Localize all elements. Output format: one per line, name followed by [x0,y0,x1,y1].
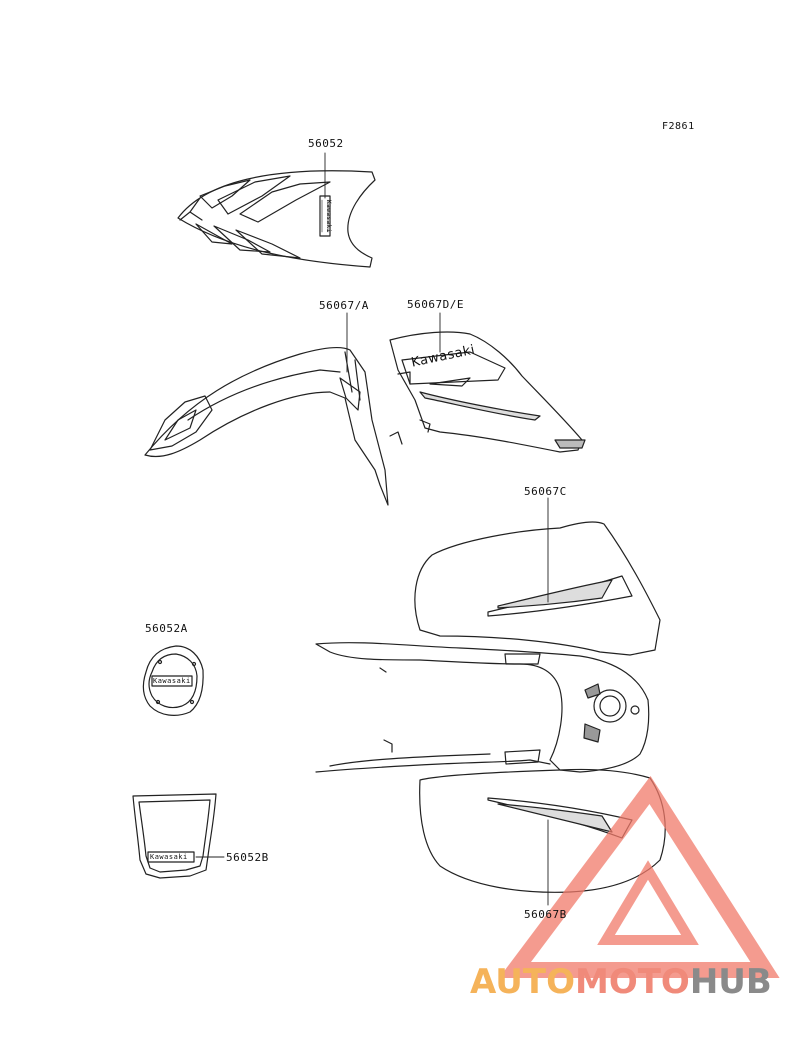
brand-text-round: Kawasaki [153,677,191,685]
shield-emblem-drawing [132,793,217,879]
watermark-text: AUTOMOTOHUB [470,962,772,1002]
figure-code: F2861 [662,121,695,132]
seat-decal-drawing [177,170,376,268]
label-56067-a: 56067/A [319,299,369,312]
brand-text-seat: Kawasaki [325,200,332,233]
front-fender-left-drawing [144,347,403,506]
front-fender-right-drawing [389,331,586,453]
label-56067c: 56067C [524,485,567,498]
brand-text-shield: Kawasaki [150,853,188,861]
label-56052a: 56052A [145,622,188,635]
label-56067d-e: 56067D/E [407,298,464,311]
watermark-part-auto: AUTO [470,962,575,1002]
watermark-part-hub: HUB [689,962,772,1002]
watermark-part-moto: MOTO [574,962,690,1002]
round-emblem-drawing [142,645,204,716]
label-56067b: 56067B [524,908,567,921]
rear-fender-drawing [315,521,666,893]
label-56052b: 56052B [226,851,269,864]
label-56052: 56052 [308,137,344,150]
watermark-logo [499,775,780,978]
